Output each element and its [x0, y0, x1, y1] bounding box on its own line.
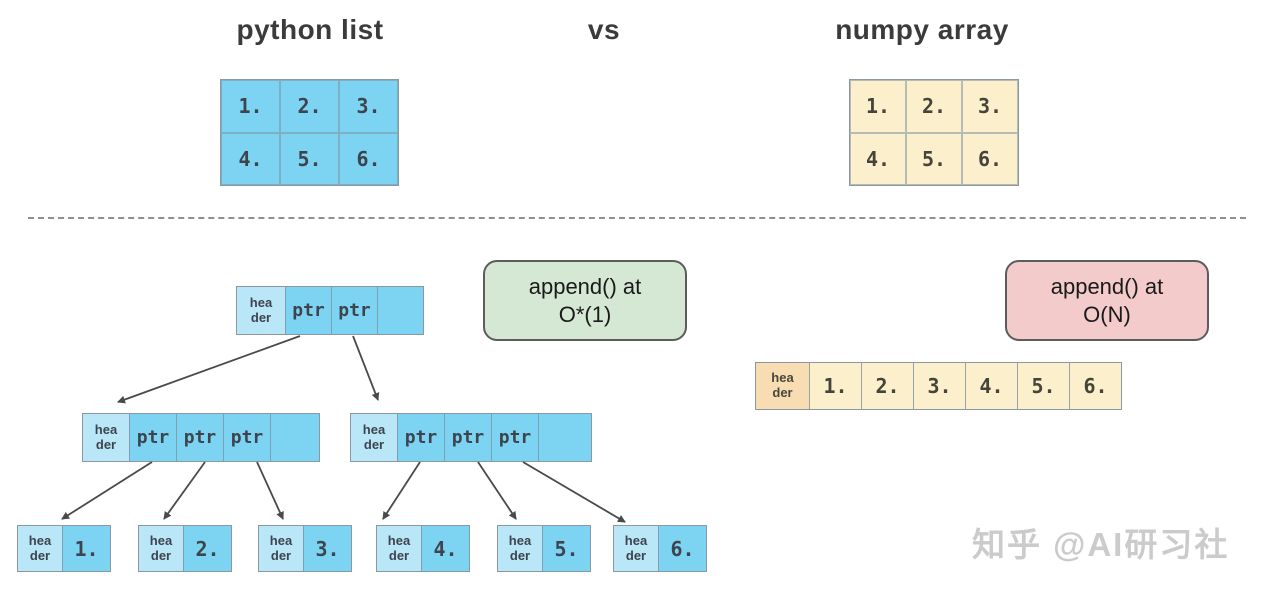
value-cell: 4. — [965, 363, 1017, 409]
python-list-grid: 1. 2. 3. 4. 5. 6. — [220, 79, 399, 186]
value-cell: 3. — [913, 363, 965, 409]
badge-line2: O*(1) — [558, 301, 612, 327]
list-row2-box: hea der ptr ptr ptr — [350, 413, 592, 462]
value-cell: 4. — [421, 526, 469, 571]
grid-cell: 1. — [850, 80, 906, 133]
value-cell: 6. — [658, 526, 706, 571]
value-cell: 5. — [1017, 363, 1069, 409]
ptr-cell: ptr — [397, 414, 444, 461]
badge-line1: append() at — [528, 274, 642, 299]
ptr-cell: ptr — [129, 414, 176, 461]
header-cell: hea der — [756, 363, 809, 409]
grid-cell: 6. — [339, 132, 398, 185]
grid-cell: 2. — [280, 80, 339, 133]
value-cell: 5. — [542, 526, 590, 571]
grid-cell: 6. — [962, 132, 1018, 185]
list-leaf-box-5: hea der 5. — [497, 525, 591, 572]
numpy-flat-array-box: hea der 1. 2. 3. 4. 5. 6. — [755, 362, 1122, 410]
header-cell: hea der — [139, 526, 183, 571]
header-cell: hea der — [351, 414, 397, 461]
list-leaf-box-1: hea der 1. — [17, 525, 111, 572]
zhihu-watermark: 知乎 @AI研习社 — [972, 526, 1230, 563]
arrow-row2-to-leaf5 — [477, 461, 517, 520]
grid-cell: 4. — [221, 132, 280, 185]
arrow-root-to-row1 — [117, 335, 301, 404]
value-cell: 2. — [183, 526, 231, 571]
list-leaf-box-2: hea der 2. — [138, 525, 232, 572]
arrow-row2-to-leaf6 — [522, 461, 626, 523]
header-cell: hea der — [83, 414, 129, 461]
empty-cell — [538, 414, 591, 461]
list-append-complexity-badge: append() at O*(1) — [483, 260, 687, 341]
ptr-cell: ptr — [223, 414, 270, 461]
arrow-root-to-row2 — [352, 335, 380, 401]
ptr-cell: ptr — [285, 287, 331, 334]
empty-cell — [270, 414, 319, 461]
array-append-complexity-badge: append() at O(N) — [1005, 260, 1209, 341]
python-list-title: python list — [236, 14, 384, 45]
header-cell: hea der — [614, 526, 658, 571]
list-root-box: hea der ptr ptr — [236, 286, 424, 335]
ptr-cell: ptr — [176, 414, 223, 461]
numpy-array-grid: 1. 2. 3. 4. 5. 6. — [849, 79, 1019, 186]
value-cell: 1. — [809, 363, 861, 409]
grid-cell: 5. — [280, 132, 339, 185]
list-leaf-box-3: hea der 3. — [258, 525, 352, 572]
ptr-cell: ptr — [491, 414, 538, 461]
numpy-array-title: numpy array — [835, 14, 1009, 45]
arrow-row1-to-leaf1 — [61, 461, 153, 520]
header-cell: hea der — [259, 526, 303, 571]
value-cell: 6. — [1069, 363, 1121, 409]
value-cell: 1. — [62, 526, 110, 571]
grid-cell: 3. — [962, 80, 1018, 133]
header-cell: hea der — [377, 526, 421, 571]
list-leaf-box-6: hea der 6. — [613, 525, 707, 572]
badge-line1: append() at — [1050, 274, 1164, 299]
value-cell: 3. — [303, 526, 351, 571]
grid-cell: 4. — [850, 132, 906, 185]
arrow-row2-to-leaf4 — [382, 461, 421, 520]
ptr-cell: ptr — [444, 414, 491, 461]
header-cell: hea der — [237, 287, 285, 334]
section-divider — [28, 217, 1246, 219]
arrow-row1-to-leaf3 — [256, 461, 284, 520]
grid-cell: 3. — [339, 80, 398, 133]
grid-cell: 1. — [221, 80, 280, 133]
ptr-cell: ptr — [331, 287, 377, 334]
vs-label: vs — [587, 14, 621, 45]
grid-cell: 5. — [906, 132, 962, 185]
value-cell: 2. — [861, 363, 913, 409]
arrow-row1-to-leaf2 — [163, 461, 206, 520]
list-leaf-box-4: hea der 4. — [376, 525, 470, 572]
header-cell: hea der — [498, 526, 542, 571]
grid-cell: 2. — [906, 80, 962, 133]
empty-cell — [377, 287, 423, 334]
badge-line2: O(N) — [1083, 301, 1131, 327]
header-cell: hea der — [18, 526, 62, 571]
list-row1-box: hea der ptr ptr ptr — [82, 413, 320, 462]
